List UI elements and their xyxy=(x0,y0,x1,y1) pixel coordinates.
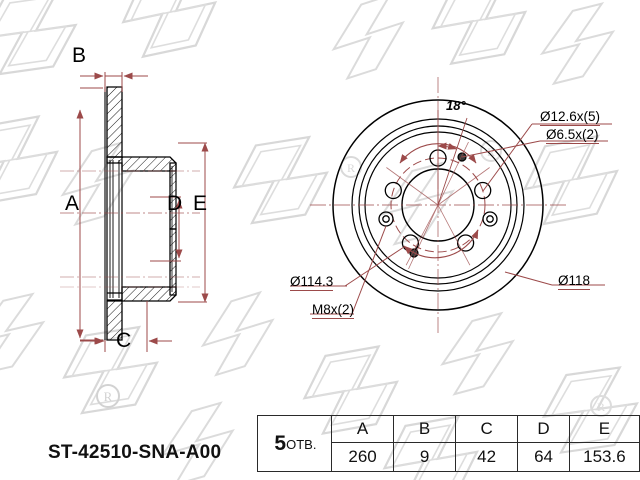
threaded-holes-annotation: M8x(2) xyxy=(312,302,355,319)
holes-count-label: ОТВ. xyxy=(286,436,317,452)
header-a: A xyxy=(330,415,395,443)
dimension-label-c: C xyxy=(116,329,132,352)
dimension-label-d: D xyxy=(167,192,183,215)
dimension-label-a: A xyxy=(65,192,80,215)
bolt-circle-annotation: Ø114.3 xyxy=(290,274,334,291)
spec-table: 5ОТВ. A B C D E 260 9 42 64 153.6 xyxy=(257,415,640,472)
header-c: C xyxy=(454,415,519,443)
holes-count-number: 5 xyxy=(274,431,287,455)
header-d: D xyxy=(517,415,570,443)
bolt-holes-annotation: Ø12.6x(5) xyxy=(540,109,601,126)
header-e: E xyxy=(568,415,640,443)
table-row-headers: 5ОТВ. A B C D E xyxy=(257,415,640,472)
holes-count-cell: 5ОТВ. xyxy=(257,415,332,472)
dimension-label-b: B xyxy=(72,44,87,67)
header-b: B xyxy=(393,415,456,443)
value-c: 42 xyxy=(454,442,519,472)
dimension-label-e: E xyxy=(193,192,208,215)
angle-annotation: 18° xyxy=(446,98,466,113)
small-holes-annotation: Ø6.5x(2) xyxy=(546,127,599,144)
value-e: 153.6 xyxy=(568,442,640,472)
part-number: ST-42510-SNA-A00 xyxy=(48,442,222,463)
value-b: 9 xyxy=(393,442,456,472)
value-a: 260 xyxy=(330,442,395,472)
hub-diameter-annotation: Ø118 xyxy=(558,273,591,290)
value-d: 64 xyxy=(517,442,570,472)
